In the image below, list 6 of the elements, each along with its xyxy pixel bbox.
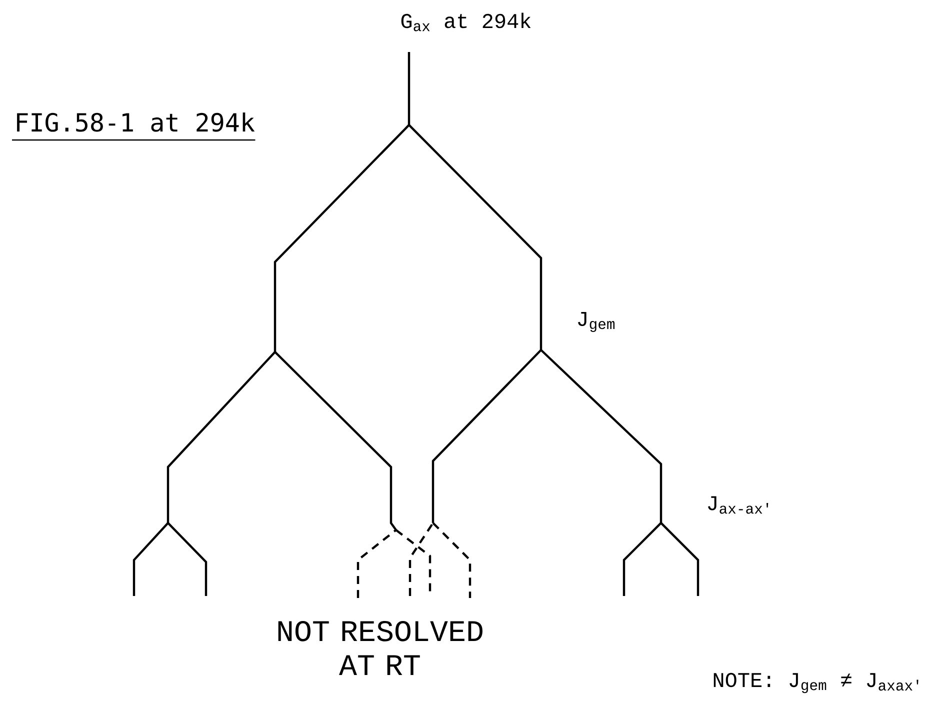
- note-text: NOTE: J$_{gem}$ ≠ J$_{axax'}$: [714, 672, 918, 694]
- peak-label: G$_{ax}$ at 294k: [401, 12, 531, 32]
- coupling-label: J$_{gem}$: [578, 312, 614, 332]
- note-text: NOT RESOLVED AT RT: [278, 620, 482, 676]
- coupling-label: J$_{ax-ax'}$: [708, 496, 768, 514]
- figure-title: FIG.58-1 at 294k: [12, 112, 256, 141]
